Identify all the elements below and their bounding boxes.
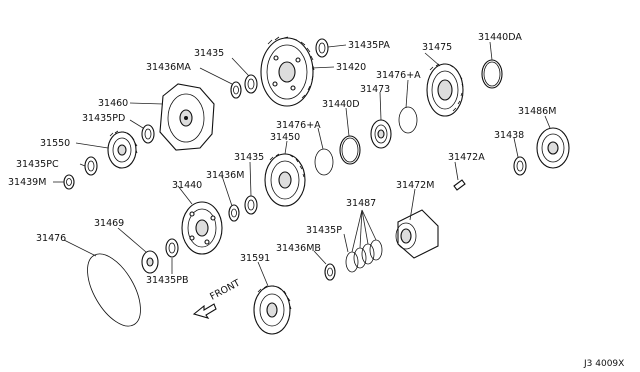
part-31476-snapring (87, 253, 141, 327)
part-31435-bearing-top (244, 74, 258, 94)
label-31436MB: 31436MB (276, 243, 321, 254)
part-31436M-washer (228, 204, 240, 222)
label-31435P: 31435P (306, 225, 342, 236)
label-31591: 31591 (240, 253, 270, 264)
label-31439M: 31439M (8, 177, 46, 188)
label-31438: 31438 (494, 130, 524, 141)
part-31487-rings (345, 239, 383, 273)
label-31440: 31440 (172, 180, 202, 191)
label-31440D: 31440D (322, 99, 360, 110)
part-31440DA-ring (481, 59, 503, 89)
leader-lines (53, 41, 551, 287)
part-31435PD-bearing (141, 124, 155, 144)
label-31472A: 31472A (448, 152, 485, 163)
part-labels: 31435 31435PA 31436MA 31420 31475 31440D… (8, 32, 556, 286)
label-31435PC: 31435PC (16, 159, 59, 170)
label-31476A-top: 31476+A (376, 70, 421, 81)
label-31436MA: 31436MA (146, 62, 191, 73)
diagram-code: J3 4009X (583, 359, 624, 369)
label-31450: 31450 (270, 132, 300, 143)
part-31460-drum (159, 83, 215, 151)
part-31476A-snapring-mid (314, 148, 334, 176)
part-31473-bearing (370, 119, 392, 149)
label-31436M: 31436M (206, 170, 244, 181)
part-31439M-ring (63, 174, 75, 190)
part-31440D-ring (339, 135, 361, 165)
part-31472A-bolt (453, 179, 466, 191)
part-31440-carrier (181, 201, 223, 255)
label-31440DA: 31440DA (478, 32, 522, 43)
part-31436MA-washer (230, 81, 242, 99)
label-31420: 31420 (336, 62, 366, 73)
part-31435PB-bearing (165, 238, 179, 258)
label-31486M: 31486M (518, 106, 556, 117)
part-31435PC-bearing (84, 156, 98, 176)
part-31476A-snapring-top (398, 106, 418, 134)
label-31476: 31476 (36, 233, 66, 244)
label-31550: 31550 (40, 138, 70, 149)
part-31438-bearing (513, 156, 527, 176)
label-31435-mid: 31435 (234, 152, 264, 163)
label-31435-top: 31435 (194, 48, 224, 59)
label-31476A-mid: 31476+A (276, 120, 321, 131)
front-arrow: FRONT (192, 278, 242, 319)
part-31591-gear (253, 285, 292, 335)
label-31435PB: 31435PB (146, 275, 188, 286)
front-label: FRONT (208, 278, 242, 303)
part-31420-gear (260, 36, 315, 107)
part-31469-gear (141, 250, 159, 274)
label-31435PA: 31435PA (348, 40, 390, 51)
part-31550-gear (107, 130, 138, 169)
part-31435-bearing-mid (244, 195, 258, 215)
label-31460: 31460 (98, 98, 128, 109)
part-31486M-hub (536, 127, 570, 169)
part-31472M-piston (395, 209, 439, 259)
part-31450-gear (264, 153, 306, 207)
label-31469: 31469 (94, 218, 124, 229)
label-31472M: 31472M (396, 180, 434, 191)
label-31475: 31475 (422, 42, 452, 53)
label-31435PD: 31435PD (82, 113, 125, 124)
part-31475-gear (426, 63, 464, 117)
part-31435PA-bearing (315, 38, 329, 58)
label-31473: 31473 (360, 84, 390, 95)
label-31487: 31487 (346, 198, 376, 209)
part-31436MB-washer (324, 263, 336, 281)
